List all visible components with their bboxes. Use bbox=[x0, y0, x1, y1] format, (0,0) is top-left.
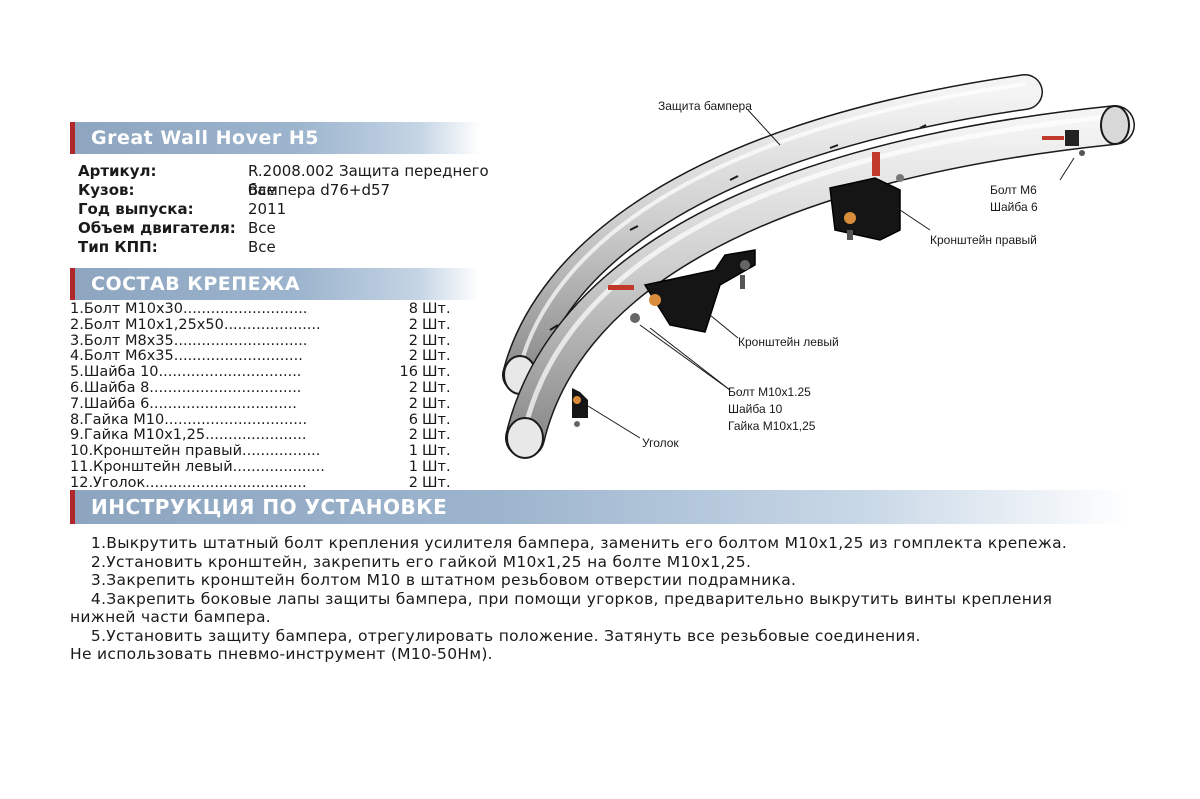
info-row-body: Кузов: Все bbox=[78, 181, 498, 200]
part-name: 4.Болт М6х35............................ bbox=[70, 348, 303, 365]
instruction-line: нижней части бампера. bbox=[70, 608, 272, 626]
part-unit: Шт. bbox=[422, 395, 451, 412]
bolt-m6-assembly bbox=[1042, 130, 1085, 156]
list-item: 10.Кронштейн правый................. 1 Ш… bbox=[70, 443, 470, 460]
list-item: 11.Кронштейн левый.................... 1… bbox=[70, 458, 470, 476]
part-unit: Шт. bbox=[422, 379, 451, 396]
info-key: Тип КПП: bbox=[78, 238, 158, 256]
part-name: 12.Уголок...............................… bbox=[70, 474, 307, 491]
part-qty: 8 bbox=[408, 301, 418, 317]
part-qty: 1 bbox=[408, 458, 418, 475]
info-value: Все bbox=[248, 219, 276, 237]
instructions-text: 1.Выкрутить штатный болт крепления усили… bbox=[70, 534, 1130, 664]
info-row-engine: Объем двигателя: Все bbox=[78, 219, 498, 238]
bumper-tube-lower bbox=[505, 105, 1135, 459]
label-corner: Уголок bbox=[642, 436, 679, 450]
label-bracket-left: Кронштейн левый bbox=[738, 335, 839, 349]
list-item: 6.Шайба 8...............................… bbox=[70, 379, 470, 397]
label-washer-10: Шайба 10 bbox=[728, 402, 783, 416]
list-item: 3.Болт М8х35............................… bbox=[70, 332, 470, 350]
list-item: 1.Болт М10х30...........................… bbox=[70, 301, 470, 318]
fasteners-banner: СОСТАВ КРЕПЕЖА bbox=[70, 268, 480, 300]
bracket-right bbox=[829, 152, 904, 241]
part-unit: Шт. bbox=[422, 458, 451, 475]
corner-bracket bbox=[572, 388, 588, 427]
bracket-left bbox=[608, 249, 756, 333]
instructions-banner: ИНСТРУКЦИЯ ПО УСТАНОВКЕ bbox=[70, 490, 1130, 524]
part-qty: 2 bbox=[408, 474, 418, 491]
info-key: Артикул: bbox=[78, 162, 157, 180]
part-unit: Шт. bbox=[422, 332, 451, 349]
label-washer-6: Шайба 6 bbox=[990, 200, 1038, 214]
label-nut-m10: Гайка М10х1,25 bbox=[728, 419, 816, 433]
list-item: 5.Шайба 10..............................… bbox=[70, 364, 470, 381]
instruction-line: 2.Установить кронштейн, закрепить его га… bbox=[70, 552, 752, 571]
part-qty: 2 bbox=[408, 332, 418, 349]
info-key: Кузов: bbox=[78, 181, 135, 199]
instruction-line: 1.Выкрутить штатный болт крепления усили… bbox=[70, 534, 1068, 552]
part-qty: 2 bbox=[408, 395, 418, 412]
list-item: 7.Шайба 6...............................… bbox=[70, 395, 470, 413]
info-value: 2011 bbox=[248, 200, 287, 218]
info-row-article: Артикул: R.2008.002 Защита переднего бам… bbox=[78, 162, 498, 199]
bumper-guard-drawing: Защита бампера Болт М6 Шайба 6 Кронштейн… bbox=[502, 74, 1135, 459]
info-key: Объем двигателя: bbox=[78, 219, 236, 237]
part-name: 5.Шайба 10..............................… bbox=[70, 364, 302, 381]
part-name: 2.Болт М10х1,25х50..................... bbox=[70, 316, 321, 333]
info-row-year: Год выпуска: 2011 bbox=[78, 200, 498, 219]
product-title: Great Wall Hover H5 bbox=[91, 127, 319, 149]
leader-lines bbox=[587, 109, 1075, 439]
part-unit: Шт. bbox=[422, 301, 451, 317]
product-info: Артикул: R.2008.002 Защита переднего бам… bbox=[78, 162, 498, 257]
info-row-gearbox: Тип КПП: Все bbox=[78, 238, 498, 257]
info-key: Год выпуска: bbox=[78, 200, 194, 218]
part-name: 8.Гайка М10.............................… bbox=[70, 411, 308, 428]
list-item: 2.Болт М10х1,25х50..................... … bbox=[70, 316, 470, 334]
info-value: Все bbox=[248, 181, 276, 199]
part-name: 7.Шайба 6...............................… bbox=[70, 395, 297, 412]
part-unit: Шт. bbox=[422, 411, 451, 428]
part-name: 9.Гайка М10х1,25...................... bbox=[70, 427, 307, 444]
part-qty: 2 bbox=[408, 348, 418, 365]
part-qty: 2 bbox=[408, 379, 418, 396]
part-name: 3.Болт М8х35............................… bbox=[70, 332, 308, 349]
label-bumper-guard: Защита бампера bbox=[658, 99, 752, 113]
part-name: 6.Шайба 8...............................… bbox=[70, 379, 302, 396]
instruction-line: 3.Закрепить кронштейн болтом М10 в штатн… bbox=[70, 571, 797, 589]
label-bolt-m10: Болт М10х1.25 bbox=[728, 385, 811, 399]
part-qty: 1 bbox=[408, 443, 418, 460]
fasteners-title: СОСТАВ КРЕПЕЖА bbox=[91, 273, 301, 295]
part-unit: Шт. bbox=[422, 427, 451, 444]
label-bracket-right: Кронштейн правый bbox=[930, 233, 1037, 247]
part-unit: Шт. bbox=[422, 316, 451, 333]
label-bolt-m6: Болт М6 bbox=[990, 183, 1037, 197]
part-qty: 16 bbox=[399, 364, 418, 381]
part-qty: 2 bbox=[408, 316, 418, 333]
part-unit: Шт. bbox=[422, 364, 451, 381]
product-title-banner: Great Wall Hover H5 bbox=[70, 122, 480, 154]
fasteners-list: 1.Болт М10х30...........................… bbox=[70, 301, 470, 492]
info-value: Все bbox=[248, 238, 276, 256]
list-item: 9.Гайка М10х1,25...................... 2… bbox=[70, 428, 470, 444]
instruction-line: 4.Закрепить боковые лапы защиты бампера,… bbox=[70, 589, 1053, 608]
part-qty: 6 bbox=[408, 411, 418, 428]
instruction-line: Не использовать пневмо-инструмент (М10-5… bbox=[70, 645, 493, 663]
list-item: 4.Болт М6х35............................… bbox=[70, 349, 470, 365]
part-name: 10.Кронштейн правый................. bbox=[70, 443, 321, 460]
instruction-line: 5.Установить защиту бампера, отрегулиров… bbox=[70, 626, 921, 645]
part-name: 1.Болт М10х30........................... bbox=[70, 301, 308, 317]
part-unit: Шт. bbox=[422, 348, 451, 365]
part-name: 11.Кронштейн левый.................... bbox=[70, 458, 325, 475]
instructions-title: ИНСТРУКЦИЯ ПО УСТАНОВКЕ bbox=[91, 495, 448, 519]
info-value: R.2008.002 Защита переднего бампера d76+… bbox=[248, 162, 489, 199]
part-qty: 2 bbox=[408, 427, 418, 444]
tube-spacer-tabs bbox=[549, 124, 927, 331]
part-unit: Шт. bbox=[422, 443, 451, 460]
part-unit: Шт. bbox=[422, 474, 451, 491]
list-item: 8.Гайка М10.............................… bbox=[70, 411, 470, 429]
list-item: 12.Уголок...............................… bbox=[70, 474, 470, 492]
